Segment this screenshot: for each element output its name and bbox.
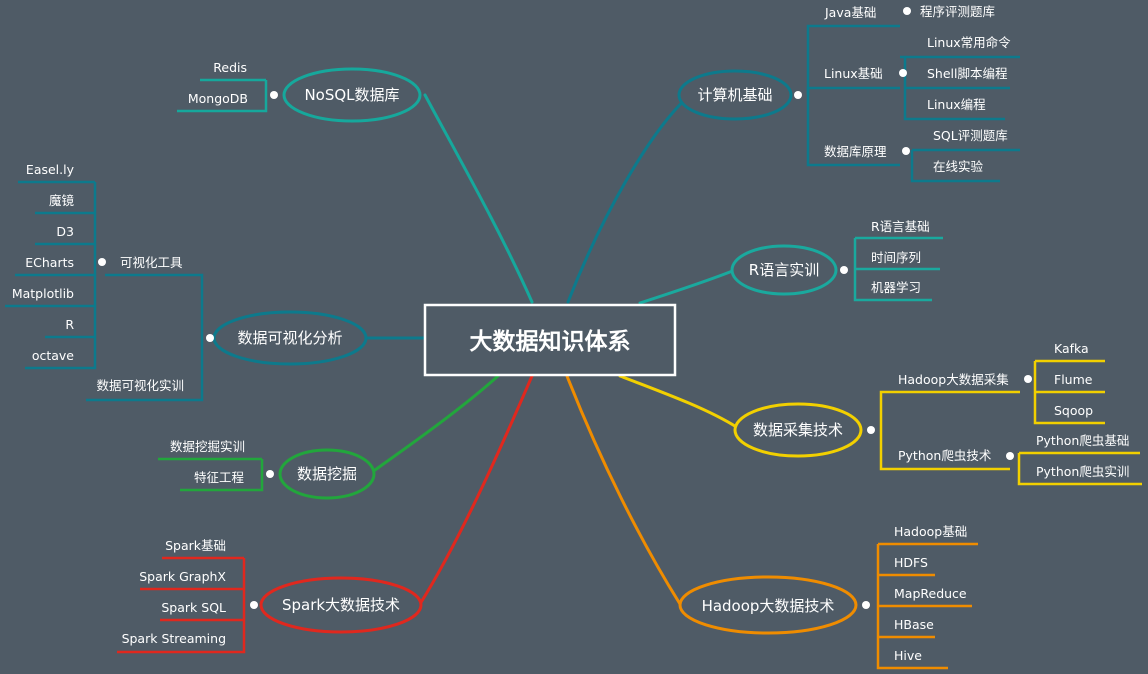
collection-collapse-icon[interactable] <box>867 426 875 434</box>
central-topic: 大数据知识体系 <box>470 328 631 355</box>
branch-collection[interactable]: 数据采集技术 <box>733 402 863 458</box>
hadoop-collect-collapse-icon[interactable] <box>1024 375 1032 383</box>
vis-tool-6: octave <box>32 348 74 363</box>
java-item-0: 程序评测题库 <box>920 4 995 19</box>
linux-item-0: Linux常用命令 <box>927 35 1011 50</box>
hadoop-item-1: HDFS <box>894 555 928 570</box>
branch-vis-label: 数据可视化分析 <box>237 329 342 347</box>
r-item-1: 时间序列 <box>871 250 921 265</box>
db-collapse-icon[interactable] <box>902 147 910 155</box>
hadoop-collect-item-1: Flume <box>1054 372 1093 387</box>
r-item-2: 机器学习 <box>871 280 921 295</box>
spark-item-3: Spark Streaming <box>122 631 226 646</box>
hadoop-item-3: HBase <box>894 617 934 632</box>
connector-nosql <box>423 93 534 304</box>
python-collapse-icon[interactable] <box>1006 452 1014 460</box>
hadoop-collect-item-2: Sqoop <box>1054 403 1093 418</box>
connector-spark <box>418 374 534 606</box>
connector-r <box>638 268 737 305</box>
vis-tool-1: 魔镜 <box>49 193 75 208</box>
spark-item-0: Spark基础 <box>165 538 226 553</box>
python-item-1: Python爬虫实训 <box>1036 464 1129 479</box>
connector-hadoop <box>565 374 682 606</box>
vis-tool-3: ECharts <box>25 255 74 270</box>
computer-linux-label: Linux基础 <box>824 66 883 81</box>
python-item-0: Python爬虫基础 <box>1036 433 1129 448</box>
java-collapse-icon[interactable] <box>903 7 911 15</box>
branch-computer[interactable]: 计算机基础 <box>677 69 793 121</box>
linux-item-2: Linux编程 <box>927 97 986 112</box>
branch-computer-label: 计算机基础 <box>697 86 772 104</box>
vis-collapse-icon[interactable] <box>206 334 214 342</box>
r-collapse-icon[interactable] <box>840 266 848 274</box>
nosql-collapse-icon[interactable] <box>270 91 278 99</box>
r-item-0: R语言基础 <box>871 219 930 234</box>
branch-nosql[interactable]: NoSQL数据库 <box>282 67 422 123</box>
hadoop-item-0: Hadoop基础 <box>894 524 967 539</box>
branch-r-label: R语言实训 <box>749 261 819 279</box>
linux-item-1: Shell脚本编程 <box>927 66 1008 81</box>
branch-hadoop[interactable]: Hadoop大数据技术 <box>678 575 858 635</box>
collection-python-label: Python爬虫技术 <box>898 448 992 463</box>
spark-item-2: Spark SQL <box>161 600 226 615</box>
mining-collapse-icon[interactable] <box>266 470 274 478</box>
connector-mining <box>373 374 500 472</box>
computer-java-label: Java基础 <box>824 5 876 20</box>
hadoop-collect-item-0: Kafka <box>1054 341 1089 356</box>
hadoop-collapse-icon[interactable] <box>862 601 870 609</box>
branch-spark[interactable]: Spark大数据技术 <box>259 576 423 634</box>
db-item-1: 在线实验 <box>933 159 984 174</box>
mining-item-0: 数据挖掘实训 <box>170 439 245 454</box>
vis-tools-label: 可视化工具 <box>120 255 183 270</box>
db-item-0: SQL评测题库 <box>933 128 1008 143</box>
branch-collection-label: 数据采集技术 <box>753 421 843 439</box>
collection-hadoop-label: Hadoop大数据采集 <box>898 372 1009 387</box>
nosql-item-1: MongoDB <box>188 91 248 106</box>
nosql-item-0: Redis <box>213 60 247 75</box>
computer-collapse-icon[interactable] <box>794 91 802 99</box>
central-topic-box[interactable] <box>423 303 677 377</box>
branch-hadoop-label: Hadoop大数据技术 <box>702 597 835 615</box>
connector-collection <box>618 374 740 430</box>
vis-item-0: 数据可视化实训 <box>96 378 184 393</box>
computer-db-label: 数据库原理 <box>824 144 887 159</box>
branch-mining[interactable]: 数据挖掘 <box>278 448 376 500</box>
branch-mining-label: 数据挖掘 <box>297 465 357 483</box>
linux-collapse-icon[interactable] <box>899 69 907 77</box>
vis-tool-4: Matplotlib <box>12 286 74 301</box>
connector-computer <box>566 93 692 304</box>
spark-collapse-icon[interactable] <box>250 601 258 609</box>
branch-vis[interactable]: 数据可视化分析 <box>212 310 368 366</box>
vis-tool-5: R <box>65 317 74 332</box>
branch-nosql-label: NoSQL数据库 <box>304 86 399 104</box>
hadoop-item-2: MapReduce <box>894 586 967 601</box>
mining-item-1: 特征工程 <box>194 470 245 485</box>
hadoop-item-4: Hive <box>894 648 922 663</box>
vis-tool-2: D3 <box>56 224 74 239</box>
vis-tools-collapse-icon[interactable] <box>98 258 106 266</box>
vis-tool-0: Easel.ly <box>26 162 75 177</box>
spark-item-1: Spark GraphX <box>139 569 226 584</box>
branch-r[interactable]: R语言实训 <box>730 244 838 296</box>
branch-spark-label: Spark大数据技术 <box>282 596 400 614</box>
